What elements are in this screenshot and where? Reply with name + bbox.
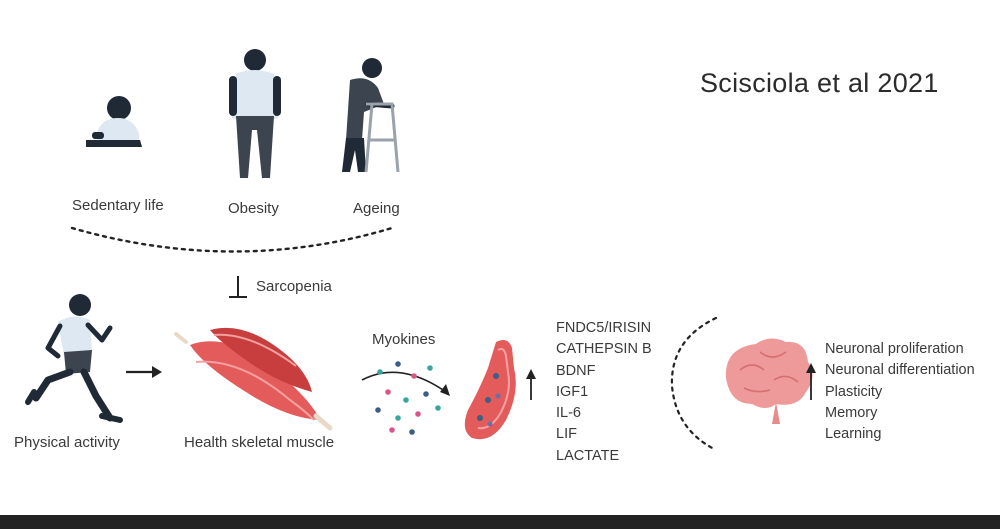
myokine-item: IL-6 (556, 405, 581, 422)
myokine-item: LIF (556, 426, 577, 443)
obesity-figure-icon (229, 49, 281, 178)
risk-factors-dashed-arc (70, 226, 394, 253)
ageing-figure-icon (342, 58, 400, 173)
up-arrow-brain (806, 363, 816, 400)
label-sedentary-life: Sedentary life (72, 197, 164, 214)
label-obesity: Obesity (228, 200, 279, 217)
myokine-item: CATHEPSIN B (556, 341, 652, 358)
brain-effects-list: Neuronal proliferation Neuronal differen… (825, 339, 975, 445)
myokine-list: FNDC5/IRISIN CATHEPSIN B BDNF IGF1 IL-6 … (556, 318, 652, 467)
label-sarcopenia: Sarcopenia (256, 278, 332, 295)
myokine-item: BDNF (556, 362, 596, 379)
brain-effect-item: Neuronal proliferation (825, 341, 964, 357)
label-physical-activity: Physical activity (14, 434, 120, 451)
brain-icon (725, 338, 813, 424)
blood-vessel-icon (464, 340, 516, 440)
myokine-item: IGF1 (556, 383, 589, 400)
inhibition-symbol (229, 276, 247, 298)
bottom-border-bar (0, 515, 1000, 529)
myokine-item: LACTATE (556, 447, 620, 464)
brain-effect-item: Plasticity (825, 383, 883, 400)
sedentary-figure-icon (86, 96, 142, 147)
label-ageing: Ageing (353, 200, 400, 217)
citation-text: Scisciola et al 2021 (700, 68, 939, 98)
up-arrow-myokines (526, 369, 536, 400)
label-health-skeletal-muscle: Health skeletal muscle (184, 434, 335, 451)
skeletal-muscle-icon (174, 327, 333, 431)
brain-effect-item: Memory (825, 404, 878, 421)
myokine-item: FNDC5/IRISIN (556, 320, 652, 336)
brain-effect-item: Learning (825, 426, 882, 443)
myokine-dots-icon (361, 361, 450, 435)
brain-dashed-arc (670, 316, 718, 452)
runner-figure-icon (25, 294, 123, 423)
label-myokines: Myokines (372, 331, 436, 348)
brain-effect-item: Neuronal differentiation (825, 362, 975, 379)
arrow-to-muscle (126, 366, 162, 378)
